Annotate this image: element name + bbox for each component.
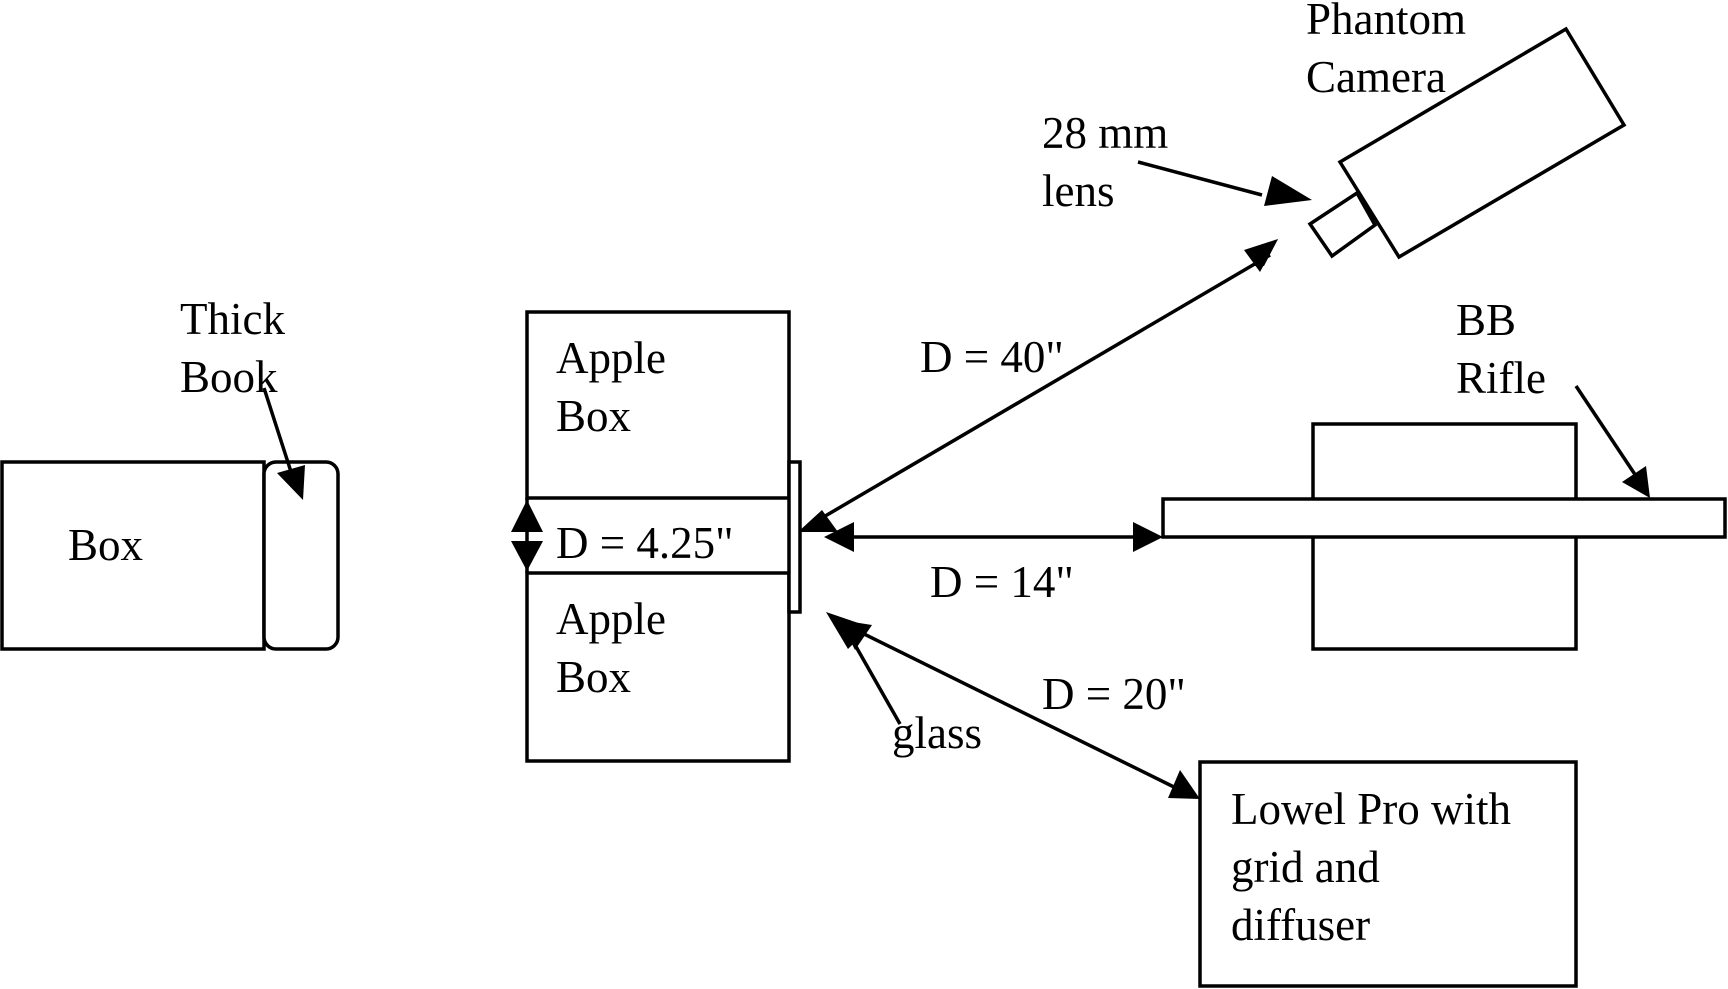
rifle-arrow-line (1574, 385, 1638, 477)
glass-arrow-line (848, 635, 902, 725)
thick-book-label-line2: Book (180, 352, 278, 402)
light-distance-arrow-head-end (1168, 770, 1200, 799)
lens-label-line2: lens (1042, 166, 1115, 216)
apple-box-top-label-line1: Apple (556, 333, 666, 383)
rifle-barrel-shape (1161, 497, 1727, 539)
box-shape (0, 460, 266, 651)
box-label: Box (68, 520, 143, 570)
rifle-arrow-head (1622, 466, 1650, 498)
apple-box-bottom-label-line2: Box (556, 652, 631, 702)
thick-book-arrow-head (277, 465, 305, 500)
camera-label-line2: Camera (1306, 52, 1446, 102)
thick-book-arrow-line (262, 387, 295, 479)
camera-body-shape (1337, 26, 1627, 260)
camera-distance-arrow-line (814, 253, 1271, 524)
camera-distance-label: D = 40" (920, 332, 1064, 382)
rifle-distance-arrow-head-start (824, 522, 854, 552)
light-shape (1198, 760, 1578, 988)
rifle-distance-arrow-head-end (1133, 522, 1163, 552)
gap-distance-label: D = 4.25" (556, 518, 734, 568)
camera-label-line1: Phantom (1306, 0, 1466, 44)
apple-box-top-shape (525, 310, 791, 500)
apple-box-bottom-shape (525, 571, 791, 763)
light-distance-arrow-head-start (840, 620, 872, 650)
rifle-label-line1: BB (1456, 295, 1516, 345)
lens-arrow-line (1137, 160, 1263, 197)
glass-shape (787, 460, 802, 614)
rifle-distance-label: D = 14" (930, 557, 1074, 607)
gap-arrow-down-head (511, 541, 543, 571)
camera-lens-shape (1307, 190, 1378, 259)
camera-distance-arrow-head-end-fill (1244, 239, 1278, 272)
glass-label: glass (892, 708, 982, 758)
apple-box-bottom-label-line1: Apple (556, 594, 666, 644)
light-label-line2: grid and (1231, 842, 1380, 892)
thick-book-label-line1: Thick (180, 294, 285, 344)
lens-label-line1: 28 mm (1042, 108, 1168, 158)
thick-book-shape (262, 460, 340, 651)
light-label-line3: diffuser (1231, 900, 1370, 950)
camera-distance-arrow-head-start (798, 510, 838, 532)
rifle-label-line2: Rifle (1456, 353, 1546, 403)
lens-arrow-head (1264, 176, 1312, 206)
light-label-line1: Lowel Pro with (1231, 784, 1511, 834)
gap-arrow-up-head (511, 500, 543, 532)
light-distance-label: D = 20" (1042, 669, 1186, 719)
light-distance-arrow-line (859, 630, 1181, 792)
apple-box-top-label-line2: Box (556, 391, 631, 441)
